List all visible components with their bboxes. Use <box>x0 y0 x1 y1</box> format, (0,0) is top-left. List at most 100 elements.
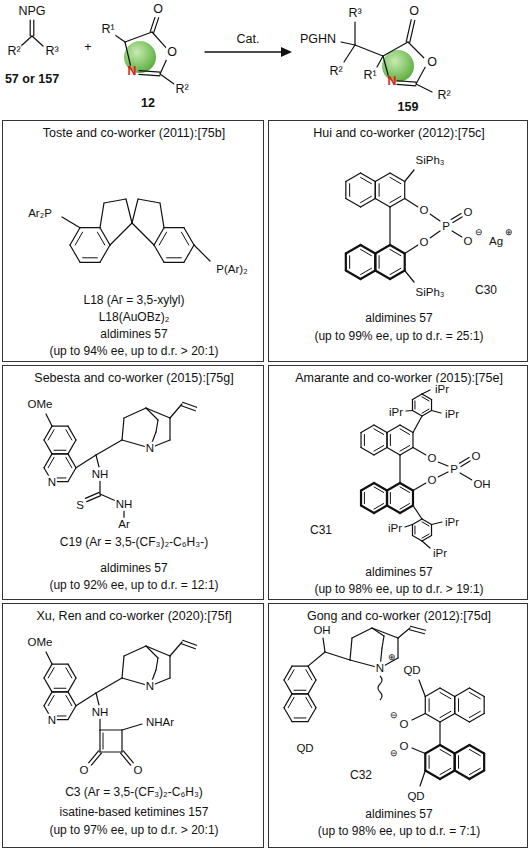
bond-line <box>430 214 440 221</box>
bond-line <box>156 658 158 670</box>
bond-line <box>164 262 184 263</box>
bond-line <box>455 771 470 780</box>
bond-line <box>438 462 448 466</box>
bond-line <box>416 67 425 84</box>
bond-line <box>76 693 96 706</box>
bond-line <box>410 626 425 630</box>
bond-line <box>96 693 99 705</box>
panel-text: aldimines 57 <box>100 328 167 342</box>
bond-line <box>425 745 440 754</box>
bond-line <box>400 446 410 452</box>
highlight-circle <box>382 50 414 82</box>
bond-line <box>390 271 405 280</box>
bond-line <box>440 749 451 755</box>
bond-line <box>308 694 316 708</box>
bond-line <box>361 506 374 514</box>
bond-line <box>390 434 391 445</box>
bond-line <box>412 394 422 400</box>
bond-line <box>150 16 155 31</box>
bond-line <box>66 430 72 440</box>
bond-line <box>390 173 405 182</box>
bond-line <box>454 697 455 714</box>
bond-line <box>169 418 170 440</box>
atom-label: O <box>399 718 410 731</box>
bond-line <box>454 697 455 714</box>
bond-line <box>48 668 54 678</box>
panel-text: (up to 98% ee, up to d.r. > 19:1) <box>314 583 483 597</box>
bond-line <box>21 36 32 46</box>
bond-line <box>125 32 152 42</box>
bond-line <box>66 457 72 467</box>
bond-line <box>361 483 374 491</box>
bond-line <box>132 223 154 245</box>
bond-line <box>383 42 408 56</box>
bond-line <box>469 692 480 698</box>
bond-line <box>361 173 376 182</box>
compound-number: O <box>426 56 438 70</box>
bond-line <box>469 768 480 774</box>
bond-line <box>345 254 347 271</box>
bond-line <box>160 57 168 74</box>
compound-number: N <box>126 65 137 79</box>
bond-line <box>52 664 68 665</box>
bond-line <box>432 411 442 414</box>
bond-line <box>99 730 100 752</box>
bond-line <box>440 768 451 774</box>
compound-number: R² <box>436 89 451 103</box>
bond-line <box>100 729 122 730</box>
atom-label: N <box>145 442 155 455</box>
bond-line <box>459 457 469 463</box>
compound-number: Cat. <box>236 33 261 47</box>
bond-line <box>361 268 372 274</box>
panel-text: C19 (Ar = 3,5-(CF₃)₂-C₆H₃-) <box>60 536 208 550</box>
bond-line <box>360 491 362 506</box>
bond-line <box>284 680 292 694</box>
bond-line <box>361 199 376 208</box>
panel-text: C30 <box>475 284 497 298</box>
bond-line <box>422 394 432 400</box>
bond-line <box>104 199 126 203</box>
wavy-bond <box>378 676 382 700</box>
panel-text: (up to 99% ee, up to d.r. = 25:1) <box>314 330 483 344</box>
bond-line <box>122 418 124 440</box>
bond-line <box>288 670 294 680</box>
bond-line <box>397 84 416 85</box>
atom-label: N <box>47 476 57 489</box>
bond-line <box>349 184 350 197</box>
bond-line <box>44 454 52 468</box>
bond-line <box>390 196 401 202</box>
bond-line <box>122 724 142 730</box>
bond-line <box>386 433 387 448</box>
bond-line <box>412 491 414 506</box>
bond-line <box>425 771 440 780</box>
bond-line <box>414 526 415 534</box>
atom-label: Ar <box>117 518 131 531</box>
bond-line <box>146 646 158 658</box>
bond-line <box>429 699 430 712</box>
bond-line <box>375 245 390 254</box>
bond-line <box>483 754 485 771</box>
atom-label: P(Ar)₂ <box>215 263 248 276</box>
bond-line <box>292 666 308 667</box>
bond-line <box>383 56 388 75</box>
atom-label: iPr <box>444 516 460 529</box>
bond-line <box>146 408 158 420</box>
bond-line <box>361 448 374 456</box>
bond-line <box>374 504 384 510</box>
bond-line <box>387 448 400 456</box>
compound-number: R¹ <box>362 69 377 83</box>
bond-line <box>412 411 422 417</box>
bond-line <box>44 678 52 692</box>
bond-line <box>414 401 415 409</box>
bond-line <box>361 196 372 202</box>
bond-line <box>52 691 68 692</box>
bond-line <box>325 652 350 660</box>
bond-line <box>164 227 184 228</box>
atom-label: Ag <box>488 235 504 248</box>
bond-line <box>375 182 376 199</box>
panel-text: isatine-based ketimines 157 <box>60 806 209 820</box>
bond-line <box>458 756 459 769</box>
bond-line <box>374 254 376 271</box>
bond-line <box>167 257 182 258</box>
bond-line <box>44 426 52 440</box>
